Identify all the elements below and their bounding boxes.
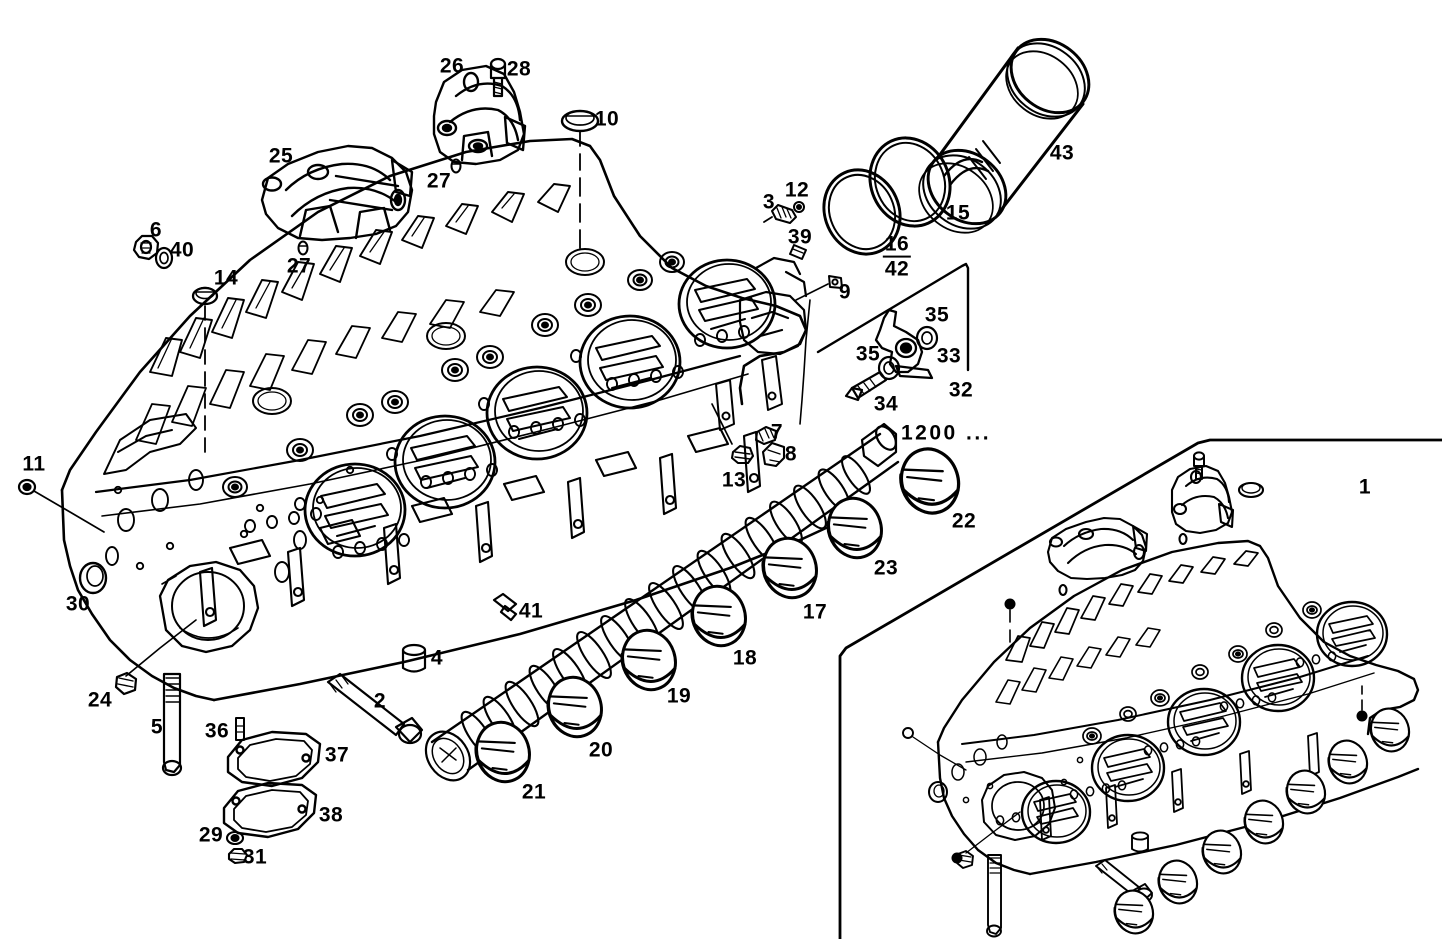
part-31-nut (227, 847, 249, 865)
part-callout-41: 41 (518, 599, 544, 623)
part-callout-7: 7 (770, 420, 784, 444)
bearing-17 (753, 529, 826, 607)
part-callout-18: 18 (732, 646, 758, 670)
part-callout-27: 27 (286, 254, 312, 278)
part-callout-25: 25 (268, 144, 294, 168)
part-callout-32: 32 (948, 378, 974, 402)
part-callout-34: 34 (873, 392, 899, 416)
part-callout-15: 15 (945, 201, 971, 225)
part-callout-20: 20 (588, 738, 614, 762)
part-callout-30: 30 (65, 592, 91, 616)
part-callout-14: 14 (213, 266, 239, 290)
part-28-bolt (489, 57, 507, 98)
leader-13 (711, 403, 733, 445)
detail-callout-bracket (816, 262, 970, 372)
part-callout-21: 21 (521, 780, 547, 804)
callout-numerator: 16 (884, 232, 910, 256)
part-43-cylinder-liner (918, 37, 1091, 234)
leader-24 (125, 619, 197, 677)
part-callout-35: 35 (855, 342, 881, 366)
part-callout-1: 1 (1358, 475, 1372, 499)
part-callout-29: 29 (198, 823, 224, 847)
part-30-ring (78, 561, 108, 595)
part-callout-39: 39 (787, 225, 813, 249)
part-2-bolt (326, 672, 424, 745)
part-39-dowel (789, 244, 807, 260)
part-callout-22: 22 (951, 509, 977, 533)
leader-11 (33, 490, 105, 533)
part-callout-12: 12 (784, 178, 810, 202)
part-11-plug (17, 478, 37, 496)
part-41-pin (492, 592, 518, 622)
part-callout-13: 13 (721, 468, 747, 492)
part-10-seal-ring (560, 109, 600, 133)
part-36-dowel (235, 717, 245, 741)
part-callout-28: 28 (506, 57, 532, 81)
part-13-plug (730, 444, 755, 465)
part-3-stud (763, 204, 797, 224)
part-callout-9: 9 (838, 280, 852, 304)
part-38-gasket (222, 781, 318, 839)
leader-9b (799, 299, 811, 425)
part-27-dowel-upper (450, 158, 462, 174)
leader-9 (795, 283, 829, 301)
bearing-21 (466, 713, 539, 791)
part-15-liner-seal-rings (942, 157, 990, 187)
part-12-ball-pin (793, 201, 805, 213)
part-27-dowel-left (297, 240, 309, 256)
part-24-plug (114, 671, 138, 696)
part-callout-43: 43 (1049, 141, 1075, 165)
part-33-washer (915, 325, 939, 351)
part-callout-27: 27 (426, 169, 452, 193)
part-14-plug (191, 286, 219, 306)
part-5-stud-bolt (161, 672, 183, 777)
part-callout-36: 36 (204, 719, 230, 743)
part-callout-23: 23 (873, 556, 899, 580)
part-callout-5: 5 (150, 715, 164, 739)
part-34-bolt (844, 370, 888, 402)
part-26-bearing-cap (432, 64, 527, 174)
part-callout-10: 10 (594, 107, 620, 131)
part-callout-26: 26 (439, 54, 465, 78)
part-4-tappet (401, 643, 427, 673)
part-callout-33: 33 (936, 344, 962, 368)
main-engine-block (60, 137, 828, 702)
callout-fraction-bar (882, 256, 912, 258)
part-callout-4: 4 (430, 646, 444, 670)
inset-engine-block-view (902, 451, 1420, 939)
part-callout-2: 2 (373, 689, 387, 713)
bearing-23 (818, 489, 891, 567)
part-29-washer (225, 830, 245, 846)
part-35-washer-a (877, 355, 901, 381)
part-25-bearing-cap (260, 144, 414, 256)
part-40-washer (154, 246, 174, 270)
part-callout-6: 6 (149, 218, 163, 242)
part-callout-31: 31 (242, 845, 268, 869)
part-32-bracket (874, 308, 934, 380)
part-callout-8: 8 (784, 442, 798, 466)
part-callout-1200: 1200 ... (900, 421, 992, 445)
part-16-42-piston-rings (822, 136, 952, 256)
part-callout-37: 37 (324, 743, 350, 767)
part-callout-11: 11 (22, 452, 46, 476)
part-8-fitting (761, 441, 786, 468)
callout-denominator: 42 (884, 258, 910, 281)
part-9-dowel (828, 275, 843, 289)
inset-panel-frame (838, 438, 1442, 939)
part-callout-19: 19 (666, 684, 692, 708)
part-callout-40: 40 (169, 238, 195, 262)
part-callout-35: 35 (924, 303, 950, 327)
part-callout-38: 38 (318, 803, 344, 827)
part-callout-17: 17 (802, 600, 828, 624)
bearing-18 (682, 577, 755, 655)
part-7-fitting (754, 425, 778, 446)
part-callout-24: 24 (87, 688, 113, 712)
bearing-20 (538, 668, 611, 746)
part-37-cover-plate (226, 730, 322, 788)
part-callout-3: 3 (762, 190, 776, 214)
